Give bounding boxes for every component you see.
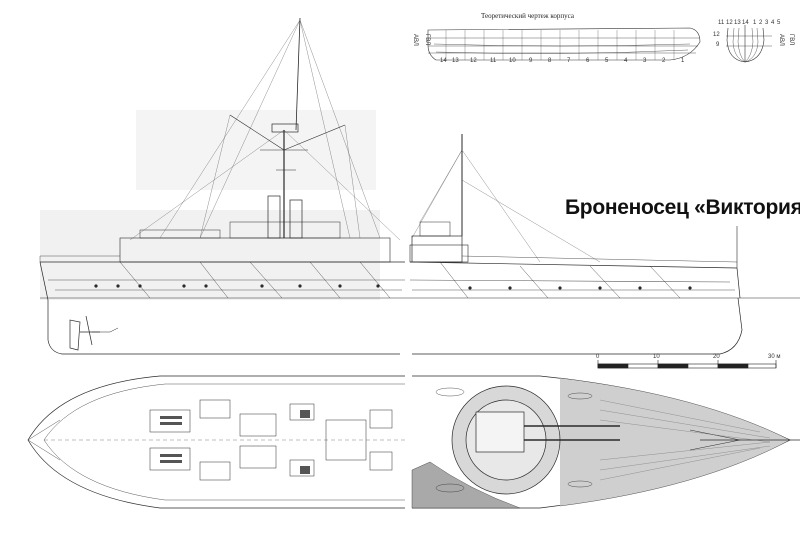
station-number: 8 [548, 58, 552, 64]
body-plan-number: 13 [734, 20, 741, 26]
waterline-label-b: ГВЛ [424, 34, 430, 46]
station-number: 4 [624, 58, 628, 64]
scale-label: 20 [713, 354, 720, 360]
scale-bar [597, 360, 777, 369]
body-plan-number: 1 [753, 20, 757, 26]
body-plan-number: 4 [771, 20, 775, 26]
lines-drawing-title: Теоретический чертеж корпуса [481, 12, 574, 20]
body-plan-number: 2 [759, 20, 763, 26]
body-plan-number: 11 [718, 20, 725, 26]
station-number: 2 [662, 58, 666, 64]
station-number: 10 [509, 58, 516, 64]
hull-bottom-aft [47, 300, 400, 355]
side-elevation [39, 17, 800, 355]
scale-label: 0 [596, 354, 600, 360]
station-number: 5 [605, 58, 609, 64]
deck-plan [27, 375, 800, 509]
waterline-number: 12 [713, 32, 720, 38]
station-number: 9 [529, 58, 533, 64]
propeller-shaft [80, 315, 100, 346]
station-number: 11 [490, 58, 497, 64]
waterline-label-b: ГВЛ [788, 34, 794, 46]
station-number: 7 [567, 58, 571, 64]
hull-deck-line-fwd [409, 261, 738, 269]
station-number: 12 [470, 58, 477, 64]
scale-label: 10 [653, 354, 660, 360]
station-number: 13 [452, 58, 459, 64]
body-plan-number: 12 [726, 20, 733, 26]
station-number: 3 [643, 58, 647, 64]
station-number: 1 [681, 58, 685, 64]
page-title: Броненосец «Виктория» [565, 196, 800, 219]
lines-drawing [427, 27, 701, 61]
deck-outline-aft [27, 375, 405, 509]
waterline-label-a: АВЛ [778, 34, 784, 46]
hull-profile-lines [427, 27, 701, 61]
rudder [69, 319, 81, 351]
hull-bottom-fwd [412, 297, 743, 355]
body-plan-number: 3 [765, 20, 769, 26]
turret-side [409, 244, 469, 263]
fighting-top [271, 123, 299, 133]
body-plan-number: 14 [742, 20, 749, 26]
turret-house [475, 411, 525, 453]
paper-shade-2 [40, 210, 380, 300]
waterline-label-a: АВЛ [412, 34, 418, 46]
body-plan [726, 25, 772, 63]
funnel-fwd [289, 199, 303, 239]
superstructure-fwd [411, 235, 463, 263]
scale-label: 30 м [768, 354, 781, 360]
waterline-number: 9 [716, 42, 720, 48]
funnel-aft [267, 195, 281, 239]
topmast [295, 17, 301, 131]
station-number: 6 [586, 58, 590, 64]
station-number: 14 [440, 58, 447, 64]
body-plan-number: 5 [777, 20, 781, 26]
forecastle-deck [559, 377, 791, 507]
